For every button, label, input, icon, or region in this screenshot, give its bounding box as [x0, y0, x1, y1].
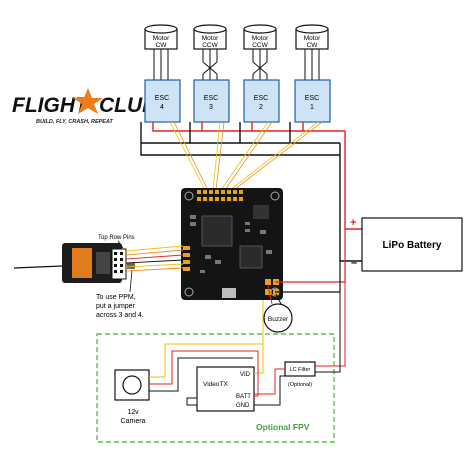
motor-2: Motor CCW [243, 24, 277, 50]
camera-label-1: 12v [127, 409, 139, 416]
motor-4: Motor CW [144, 24, 178, 50]
videotx-batt-label: BATT [236, 394, 251, 400]
receiver-pins-pointer [117, 240, 124, 249]
fc-small-chip [253, 205, 269, 219]
esc-3-label-1: ESC [204, 95, 218, 102]
motor-4-label-1: Motor [153, 35, 170, 42]
videotx-vid-label: VID [240, 372, 251, 378]
ppm-note-pointer [129, 269, 133, 293]
esc-2-label-2: 2 [259, 104, 263, 111]
camera-lens-icon [122, 375, 142, 395]
receiver-antenna [13, 265, 63, 269]
fc-sensor-chip [239, 245, 263, 269]
esc-4-label-2: 4 [160, 104, 164, 111]
fpv-dashed-border [96, 333, 335, 443]
motor-1: Motor CW [295, 24, 329, 50]
battery-minus-sign: – [351, 257, 357, 269]
ppm-note-line-3: across 3 and 4. [96, 312, 144, 319]
motor-1-label-2: CW [307, 42, 319, 49]
motor-4-label-2: CW [156, 42, 168, 49]
buzzer-label: Buzzer [268, 316, 289, 323]
motor-2-label-2: CCW [252, 42, 268, 49]
buzzer: Buzzer [263, 284, 293, 333]
esc-4: ESC 4 [144, 79, 181, 123]
receiver-signal-wires [125, 245, 184, 272]
fpv-video-tx: VideoTX VID BATT GND [186, 366, 255, 412]
fc-pin-header [197, 190, 243, 201]
logo-word-club: CLUB [99, 94, 157, 117]
ppm-note-line-1: To use PPM, [96, 294, 136, 301]
receiver: Top Row Pins To use PPM, put a jumper ac… [13, 235, 144, 319]
motor-3: Motor CCW [193, 24, 227, 50]
fc-power-wires [275, 229, 346, 293]
fpv-section: Optional FPV 12v Camera VideoTX VID BATT… [96, 282, 346, 443]
fpv-wires [149, 282, 346, 406]
fc-usb-port [222, 288, 236, 298]
battery-plus-sign: + [350, 217, 356, 229]
motor-phase-wires [153, 49, 320, 80]
logo-word-flight: FLIGHT [12, 94, 90, 117]
esc-3-label-2: 3 [209, 104, 213, 111]
esc-3: ESC 3 [193, 79, 230, 123]
videotx-gnd-label: GND [236, 403, 250, 409]
flight-club-logo: FLIGHT CLUB BUILD, FLY, CRASH, REPEAT [12, 88, 157, 125]
ppm-note-line-2: put a jumper [96, 303, 136, 310]
fpv-title: Optional FPV [256, 422, 310, 432]
motor-3-label-1: Motor [202, 35, 219, 42]
esc-1-label-2: 1 [310, 104, 314, 111]
fpv-camera: 12v Camera [114, 369, 150, 425]
fc-mcu-chip [201, 215, 233, 247]
logo-tagline: BUILD, FLY, CRASH, REPEAT [36, 119, 114, 125]
motor-3-label-2: CCW [202, 42, 218, 49]
esc-2: ESC 2 [243, 79, 280, 123]
battery-label: LiPo Battery [383, 240, 442, 251]
esc-4-label-1: ESC [155, 95, 169, 102]
receiver-pins-label: Top Row Pins [98, 235, 135, 241]
logo-star-icon [73, 88, 103, 114]
motor-2-label-1: Motor [252, 35, 269, 42]
lipo-battery: LiPo Battery + – [350, 217, 463, 272]
motor-1-label-1: Motor [304, 35, 321, 42]
videotx-label: VideoTX [203, 381, 228, 388]
esc-2-label-1: ESC [254, 95, 268, 102]
lc-filter-label: LC Filter [290, 367, 311, 373]
esc-1-label-1: ESC [305, 95, 319, 102]
esc-signal-wires [169, 121, 323, 191]
fpv-lc-filter: LC Filter (Optional) [284, 361, 316, 388]
camera-label-2: Camera [121, 418, 146, 425]
esc-1: ESC 1 [294, 79, 331, 123]
lc-filter-optional-label: (Optional) [288, 382, 312, 388]
flight-controller-board [181, 188, 283, 300]
